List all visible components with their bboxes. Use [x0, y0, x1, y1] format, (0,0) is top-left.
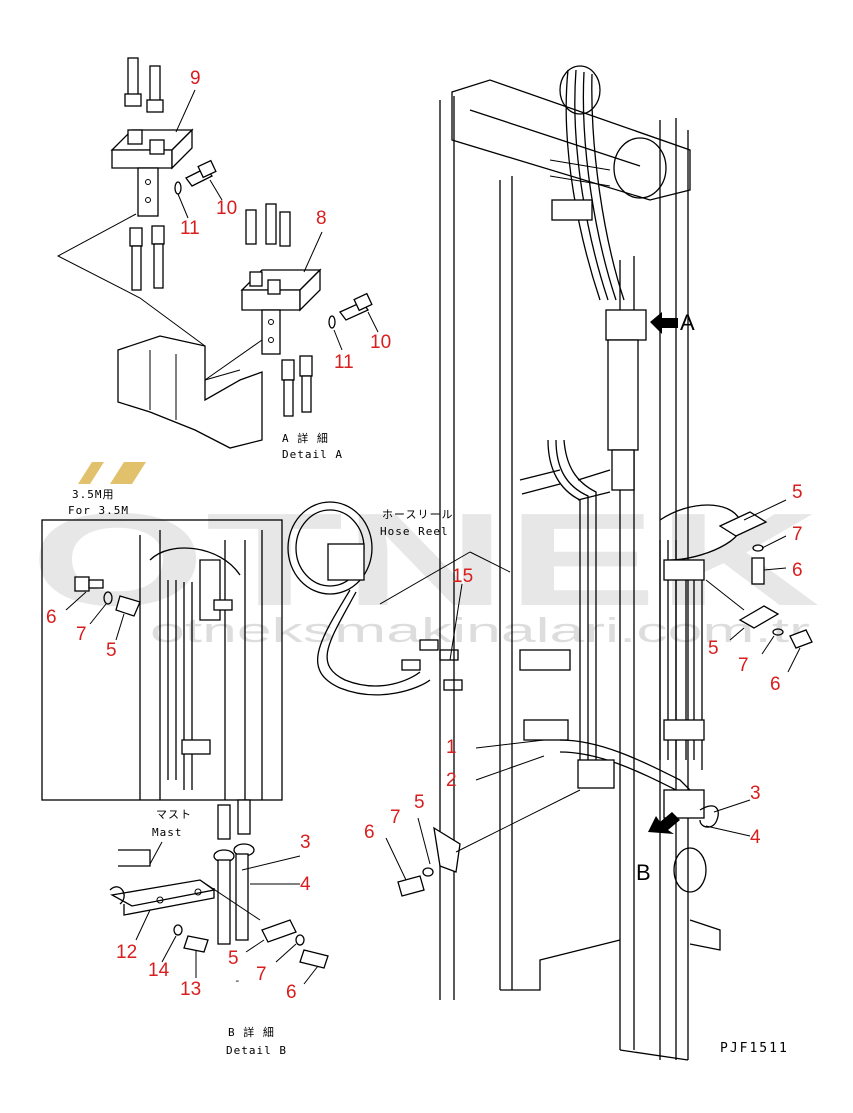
callout-13: 13 [180, 979, 201, 1000]
callout-10: 10 [370, 332, 391, 353]
detail-b-caption-jp: B 詳 細 [228, 1025, 275, 1039]
hose-reel-caption-jp: ホースリール [382, 508, 453, 521]
dash-mark: - [234, 974, 242, 987]
hose-reel-assembly [287, 501, 511, 696]
callout-5: 5 [792, 482, 803, 503]
callout-4: 4 [750, 827, 761, 848]
callout-7: 7 [738, 655, 749, 676]
detail-b-assembly [109, 799, 329, 985]
callout-7: 7 [792, 524, 803, 545]
callout-1: 1 [446, 737, 457, 758]
watermark-logo-mark-2 [110, 462, 146, 484]
detail-a-upper-assembly [110, 57, 223, 291]
callout-12: 12 [116, 942, 137, 963]
callout-3: 3 [300, 832, 311, 853]
part-code: PJF1511 [720, 1041, 789, 1056]
callout-11: 11 [180, 218, 200, 239]
inset-3.5m-assembly [65, 530, 263, 800]
detail-a-lower-assembly [56, 203, 379, 449]
callout-7: 7 [390, 807, 401, 828]
inset-3.5m-frame [41, 519, 283, 801]
watermark-logo-mark [78, 462, 104, 484]
watermark-url: otneksmakinalari.com.tr [150, 612, 810, 650]
callout-3: 3 [750, 783, 761, 804]
view-b-arrow [648, 812, 680, 834]
callout-9: 9 [190, 68, 201, 89]
callout-2: 2 [446, 770, 457, 791]
callout-6: 6 [792, 560, 803, 581]
detail-a-caption-en: Detail A [282, 448, 343, 461]
mast-caption-en: Mast [152, 826, 183, 839]
labels: A B A 詳 細 Detail A 3.5M用 For 3.5M ホースリール… [68, 310, 789, 1057]
callout-5: 5 [106, 640, 117, 661]
view-letter-b: B [636, 860, 651, 885]
mast-caption-jp: マスト [156, 808, 192, 821]
mast-assembly [385, 65, 813, 1061]
callout-8: 8 [316, 208, 327, 229]
detail-a-caption-jp: A 詳 細 [282, 431, 329, 445]
callout-6: 6 [286, 982, 297, 1003]
callout-4: 4 [300, 874, 311, 895]
callout-15: 15 [452, 566, 473, 587]
callout-6: 6 [46, 607, 57, 628]
callout-5: 5 [228, 948, 239, 969]
callout-numbers: 9 10 11 8 10 11 5 7 6 5 7 6 15 1 2 6 7 5… [46, 68, 803, 1003]
callout-5: 5 [414, 792, 425, 813]
callout-7: 7 [76, 624, 87, 645]
view-letter-a: A [680, 310, 695, 335]
detail-b-caption-en: Detail B [226, 1044, 287, 1057]
inset-caption-en: For 3.5M [68, 504, 129, 517]
callout-6: 6 [364, 822, 375, 843]
callout-10: 10 [216, 198, 237, 219]
callout-7: 7 [256, 964, 267, 985]
hose-reel-caption-en: Hose Reel [380, 525, 449, 538]
callout-6: 6 [770, 674, 781, 695]
callout-11: 11 [334, 352, 354, 373]
callout-5: 5 [708, 638, 719, 659]
inset-caption-jp: 3.5M用 [72, 488, 115, 501]
callout-14: 14 [148, 960, 170, 981]
view-a-arrow [650, 312, 678, 334]
